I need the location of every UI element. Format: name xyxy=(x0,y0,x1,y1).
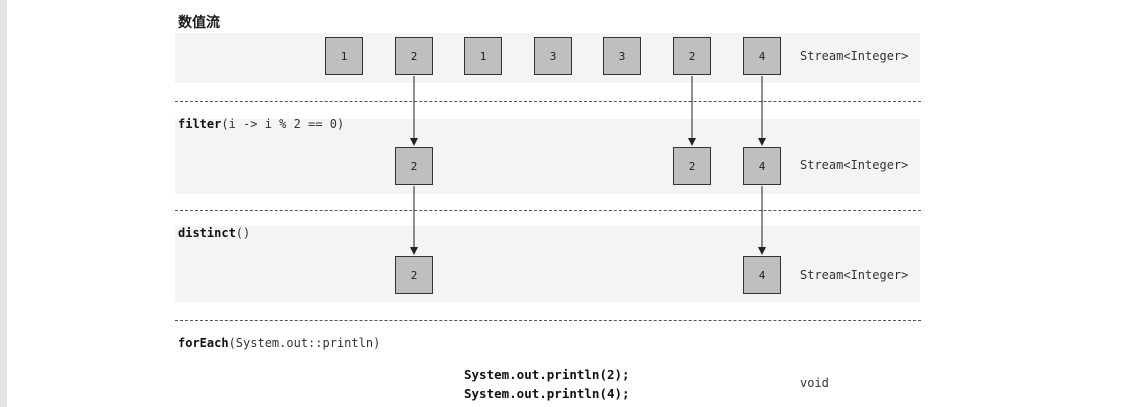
stream-element: 2 xyxy=(395,37,433,75)
stream-element: 3 xyxy=(603,37,641,75)
stream-element: 4 xyxy=(743,37,781,75)
stream-element: 1 xyxy=(464,37,502,75)
stream-type-label: Stream<Integer> xyxy=(800,268,909,282)
operation-name: forEach xyxy=(178,336,229,350)
operation-label-foreach: forEach(System.out::println) xyxy=(178,336,380,350)
stream-element: 2 xyxy=(673,147,711,185)
stage-band-distinct xyxy=(175,226,920,302)
stream-element: 4 xyxy=(743,147,781,185)
println-output: System.out.println(2); xyxy=(464,367,630,382)
left-margin-rule xyxy=(0,0,7,407)
operation-name: distinct xyxy=(178,226,236,240)
operation-args: (System.out::println) xyxy=(228,336,381,350)
separator-1 xyxy=(175,101,921,102)
stream-type-label: Stream<Integer> xyxy=(800,49,909,63)
operation-label-filter: filter(i -> i % 2 == 0) xyxy=(178,117,344,131)
stream-element: 4 xyxy=(743,256,781,294)
stream-element: 3 xyxy=(534,37,572,75)
diagram-title: 数值流 xyxy=(178,15,220,31)
separator-2 xyxy=(175,210,921,211)
separator-3 xyxy=(175,320,921,321)
println-output: System.out.println(4); xyxy=(464,386,630,401)
stream-type-label: Stream<Integer> xyxy=(800,158,909,172)
stream-element: 1 xyxy=(325,37,363,75)
stream-element: 2 xyxy=(673,37,711,75)
operation-args: () xyxy=(235,226,251,240)
terminal-type-label: void xyxy=(800,376,829,390)
stage-band-filter xyxy=(175,119,920,194)
operation-args: (i -> i % 2 == 0) xyxy=(221,117,345,131)
operation-label-distinct: distinct() xyxy=(178,226,250,240)
operation-name: filter xyxy=(178,117,222,131)
stream-element: 2 xyxy=(395,256,433,294)
stream-element: 2 xyxy=(395,147,433,185)
